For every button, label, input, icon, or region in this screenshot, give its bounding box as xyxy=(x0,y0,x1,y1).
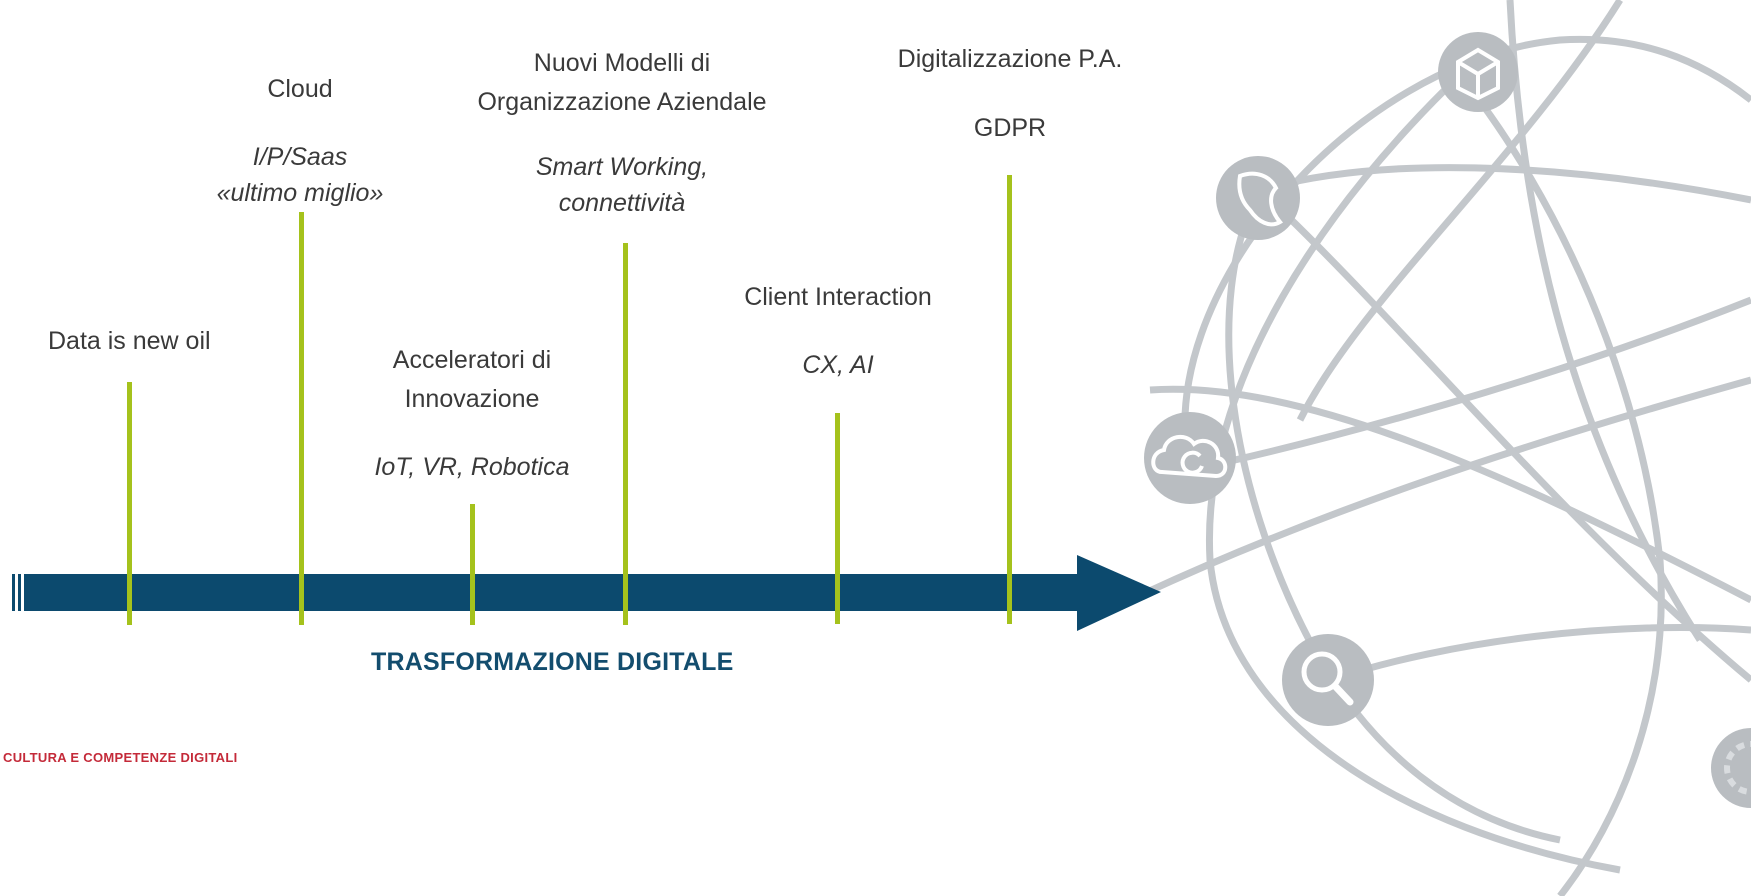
milestone-cloud: Cloud I/P/Saas «ultimo miglio» xyxy=(200,70,400,211)
arrow-label: TRASFORMAZIONE DIGITALE xyxy=(371,648,734,676)
milestone-client-interaction: Client Interaction CX, AI xyxy=(718,278,958,383)
timeline-arrow xyxy=(12,555,1161,631)
milestone-nuovi-modelli: Nuovi Modelli di Organizzazione Aziendal… xyxy=(452,44,792,221)
milestone-subtitle: Smart Working, xyxy=(535,153,709,181)
milestone-title: Acceleratori di xyxy=(392,346,552,374)
footer-label: CULTURA E COMPETENZE DIGITALI xyxy=(3,750,238,765)
milestone-subtitle: CX, AI xyxy=(802,351,874,379)
milestone-subtitle: GDPR xyxy=(973,114,1047,142)
milestone-title: Innovazione xyxy=(404,385,540,413)
box-icon xyxy=(1438,32,1518,112)
timeline-tick xyxy=(299,212,304,625)
milestone-subtitle: I/P/Saas xyxy=(252,143,348,171)
milestone-title: Client Interaction xyxy=(744,283,932,311)
timeline-tick xyxy=(1007,175,1012,624)
milestone-title: Digitalizzazione P.A. xyxy=(897,45,1123,73)
milestone-title: Organizzazione Aziendale xyxy=(477,88,767,116)
milestone-data-is-new-oil: Data is new oil xyxy=(48,322,238,361)
timeline-tick xyxy=(623,243,628,625)
gear-icon xyxy=(1711,728,1751,808)
italy-map-icon xyxy=(1216,156,1300,240)
milestone-subtitle: connettività xyxy=(558,189,686,217)
timeline-tick xyxy=(470,504,475,625)
magnifier-icon xyxy=(1282,634,1374,726)
milestone-title: Data is new oil xyxy=(48,327,211,355)
milestone-title: Cloud xyxy=(267,75,333,103)
milestone-subtitle: «ultimo miglio» xyxy=(216,179,384,207)
timeline-tick xyxy=(835,413,840,624)
milestone-acceleratori: Acceleratori di Innovazione IoT, VR, Rob… xyxy=(352,341,592,485)
timeline-tick xyxy=(127,382,132,625)
milestone-digitalizzazione-pa: Digitalizzazione P.A. GDPR xyxy=(870,40,1150,148)
milestone-title: Nuovi Modelli di xyxy=(533,49,711,77)
cloud-sync-icon xyxy=(1144,412,1236,504)
milestone-subtitle: IoT, VR, Robotica xyxy=(374,453,570,481)
network-graphic xyxy=(1128,0,1751,896)
